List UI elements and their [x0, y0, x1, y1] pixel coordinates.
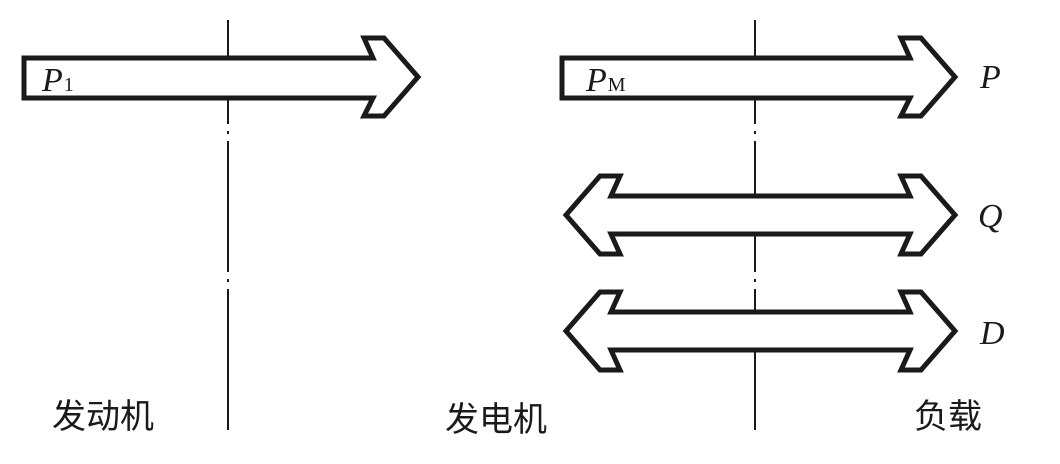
- engine-power-label: P1: [41, 62, 74, 99]
- d-double-arrow: [562, 289, 959, 373]
- generator-caption: 发电机: [445, 400, 547, 440]
- load-caption: 负载: [914, 397, 982, 437]
- motor-power-arrow: [559, 35, 959, 119]
- d-label: D: [979, 315, 1005, 352]
- motor-power-label: PM: [585, 62, 626, 99]
- p-label: P: [979, 59, 1001, 96]
- engine-caption: 发动机: [52, 397, 154, 437]
- q-label: Q: [978, 198, 1003, 235]
- engine-power-arrow: [21, 35, 422, 119]
- q-double-arrow: [562, 173, 959, 257]
